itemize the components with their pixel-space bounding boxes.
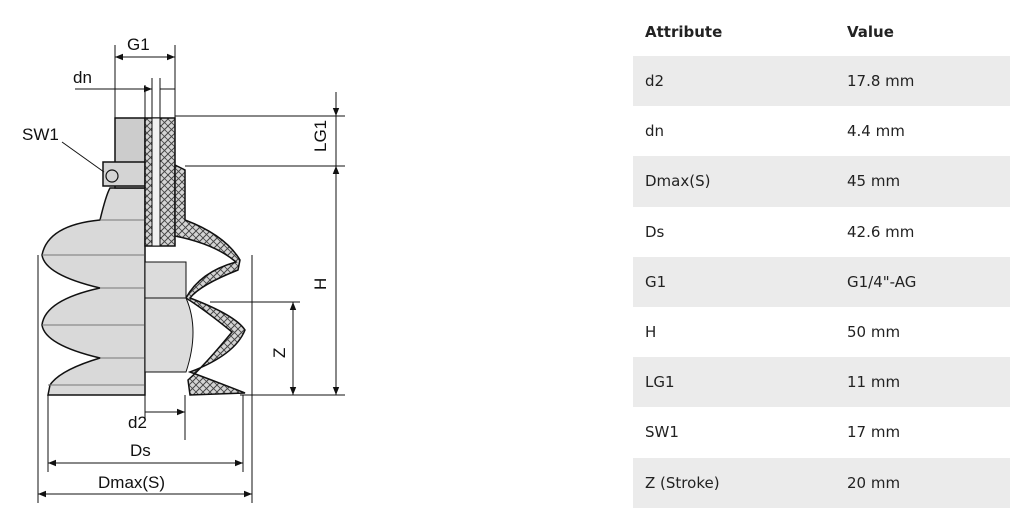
row-attribute: SW1 <box>633 407 835 458</box>
label-g1: G1 <box>127 35 150 54</box>
label-d2: d2 <box>128 413 147 432</box>
label-dmax: Dmax(S) <box>98 473 165 492</box>
hex-nut <box>102 161 146 187</box>
bellows-outer-body <box>41 160 146 396</box>
row-value: 50 mm <box>835 306 1010 358</box>
row-attribute: G1 <box>633 256 835 307</box>
label-z: Z <box>270 348 289 358</box>
row-attribute: H <box>633 306 835 358</box>
row-attribute: d2 <box>633 56 835 107</box>
table-row: LG1 11 mm <box>633 357 1010 408</box>
row-attribute: Ds <box>633 206 835 257</box>
label-sw1: SW1 <box>22 125 59 144</box>
row-value: 17.8 mm <box>835 56 1010 107</box>
row-attribute: LG1 <box>633 357 835 408</box>
attribute-value-table: Attribute Value d2 17.8 mm dn 4.4 mm Dma… <box>633 8 1010 508</box>
suction-cup-technical-drawing: G1 dn SW1 LG1 H Z d2 Ds Dmax(S) <box>22 35 345 503</box>
table-row: Z (Stroke) 20 mm <box>633 457 1010 508</box>
bellows-fold-lines <box>42 219 145 386</box>
table-row: d2 17.8 mm <box>633 56 1010 107</box>
row-value: 11 mm <box>835 357 1010 408</box>
row-value: 20 mm <box>835 457 1010 508</box>
label-h: H <box>311 278 330 290</box>
table-header-row: Attribute Value <box>633 8 1010 56</box>
row-value: 45 mm <box>835 156 1010 207</box>
bellows-section <box>174 163 246 396</box>
row-attribute: dn <box>633 106 835 157</box>
table-row: Dmax(S) 45 mm <box>633 156 1010 207</box>
header-value: Value <box>847 23 894 41</box>
table-row: H 50 mm <box>633 306 1010 358</box>
table-row: dn 4.4 mm <box>633 106 1010 157</box>
table-row: SW1 17 mm <box>633 407 1010 458</box>
row-attribute: Z (Stroke) <box>633 457 835 508</box>
label-ds: Ds <box>130 441 151 460</box>
table-row: Ds 42.6 mm <box>633 206 1010 257</box>
row-attribute: Dmax(S) <box>633 156 835 207</box>
row-value: 17 mm <box>835 407 1010 458</box>
row-value: G1/4"-AG <box>835 256 1010 307</box>
table-row: G1 G1/4"-AG <box>633 256 1010 307</box>
row-value: 4.4 mm <box>835 106 1010 157</box>
header-attribute: Attribute <box>645 23 723 41</box>
label-dn: dn <box>73 68 92 87</box>
row-value: 42.6 mm <box>835 206 1010 257</box>
label-lg1: LG1 <box>311 120 330 152</box>
